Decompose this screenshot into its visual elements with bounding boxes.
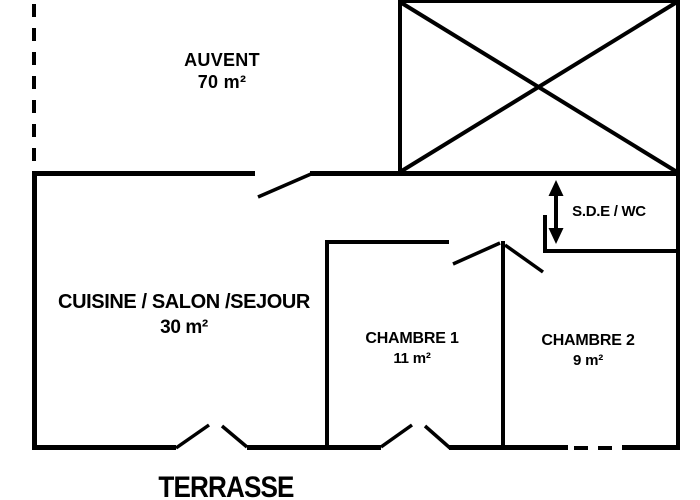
chambre1-left-wall [325, 240, 329, 450]
top-wall-right-segment [310, 171, 680, 176]
sde-wc-name: S.D.E / WC [572, 203, 646, 220]
chambre1-top-wall [325, 240, 449, 244]
chambre2-area: 9 m² [572, 352, 604, 369]
right-wall [676, 0, 680, 450]
boundary-dashed-line [32, 4, 36, 167]
room-label-living: CUISINE / SALON /SEJOUR 30 m² [58, 290, 310, 340]
room-label-chambre2: CHAMBRE 2 9 m² [541, 331, 635, 371]
top-wall-left-segment [32, 171, 255, 176]
terrace-door1-leaf-right [220, 424, 249, 449]
living-area: 30 m² [160, 317, 208, 338]
bottom-wall-dash-2 [598, 446, 612, 450]
chambre1-chambre2-partition-wall [501, 241, 505, 450]
left-wall [32, 171, 37, 450]
terrace-door2-leaf-right [423, 424, 452, 450]
sde-bottom-wall [543, 249, 680, 253]
chambre2-door-leaf [503, 243, 545, 274]
living-name: CUISINE / SALON /SEJOUR [58, 291, 310, 313]
entry-door-leaf [257, 172, 312, 199]
sde-left-wall [543, 215, 547, 253]
room-label-terrasse: TERRASSE [158, 471, 294, 500]
room-label-sde-wc: S.D.E / WC [572, 203, 646, 220]
chambre1-name: CHAMBRE 1 [365, 330, 459, 347]
terrace-door1-leaf-left [174, 423, 211, 450]
room-label-auvent: AUVENT 70 m² [184, 49, 260, 93]
bottom-wall-segment-4 [622, 445, 680, 450]
carport-x-diagonal-2 [398, 0, 679, 174]
bottom-wall-segment-3 [449, 445, 568, 450]
chambre1-area: 11 m² [393, 350, 431, 367]
terrasse-name: TERRASSE [158, 471, 294, 500]
auvent-name: AUVENT [184, 50, 260, 70]
carport-left-wall [398, 0, 402, 176]
auvent-area: 70 m² [197, 72, 247, 92]
bottom-wall-segment-2 [247, 445, 381, 450]
chambre2-name: CHAMBRE 2 [541, 332, 635, 349]
terrace-door2-leaf-left [379, 423, 414, 449]
chambre1-door-leaf [452, 241, 501, 266]
room-label-chambre1: CHAMBRE 1 11 m² [365, 329, 459, 369]
bottom-wall-dash-1 [574, 446, 588, 450]
sde-entry-double-arrow-icon [548, 180, 564, 244]
bottom-wall-segment-1 [32, 445, 176, 450]
carport-top-wall [398, 0, 680, 3]
